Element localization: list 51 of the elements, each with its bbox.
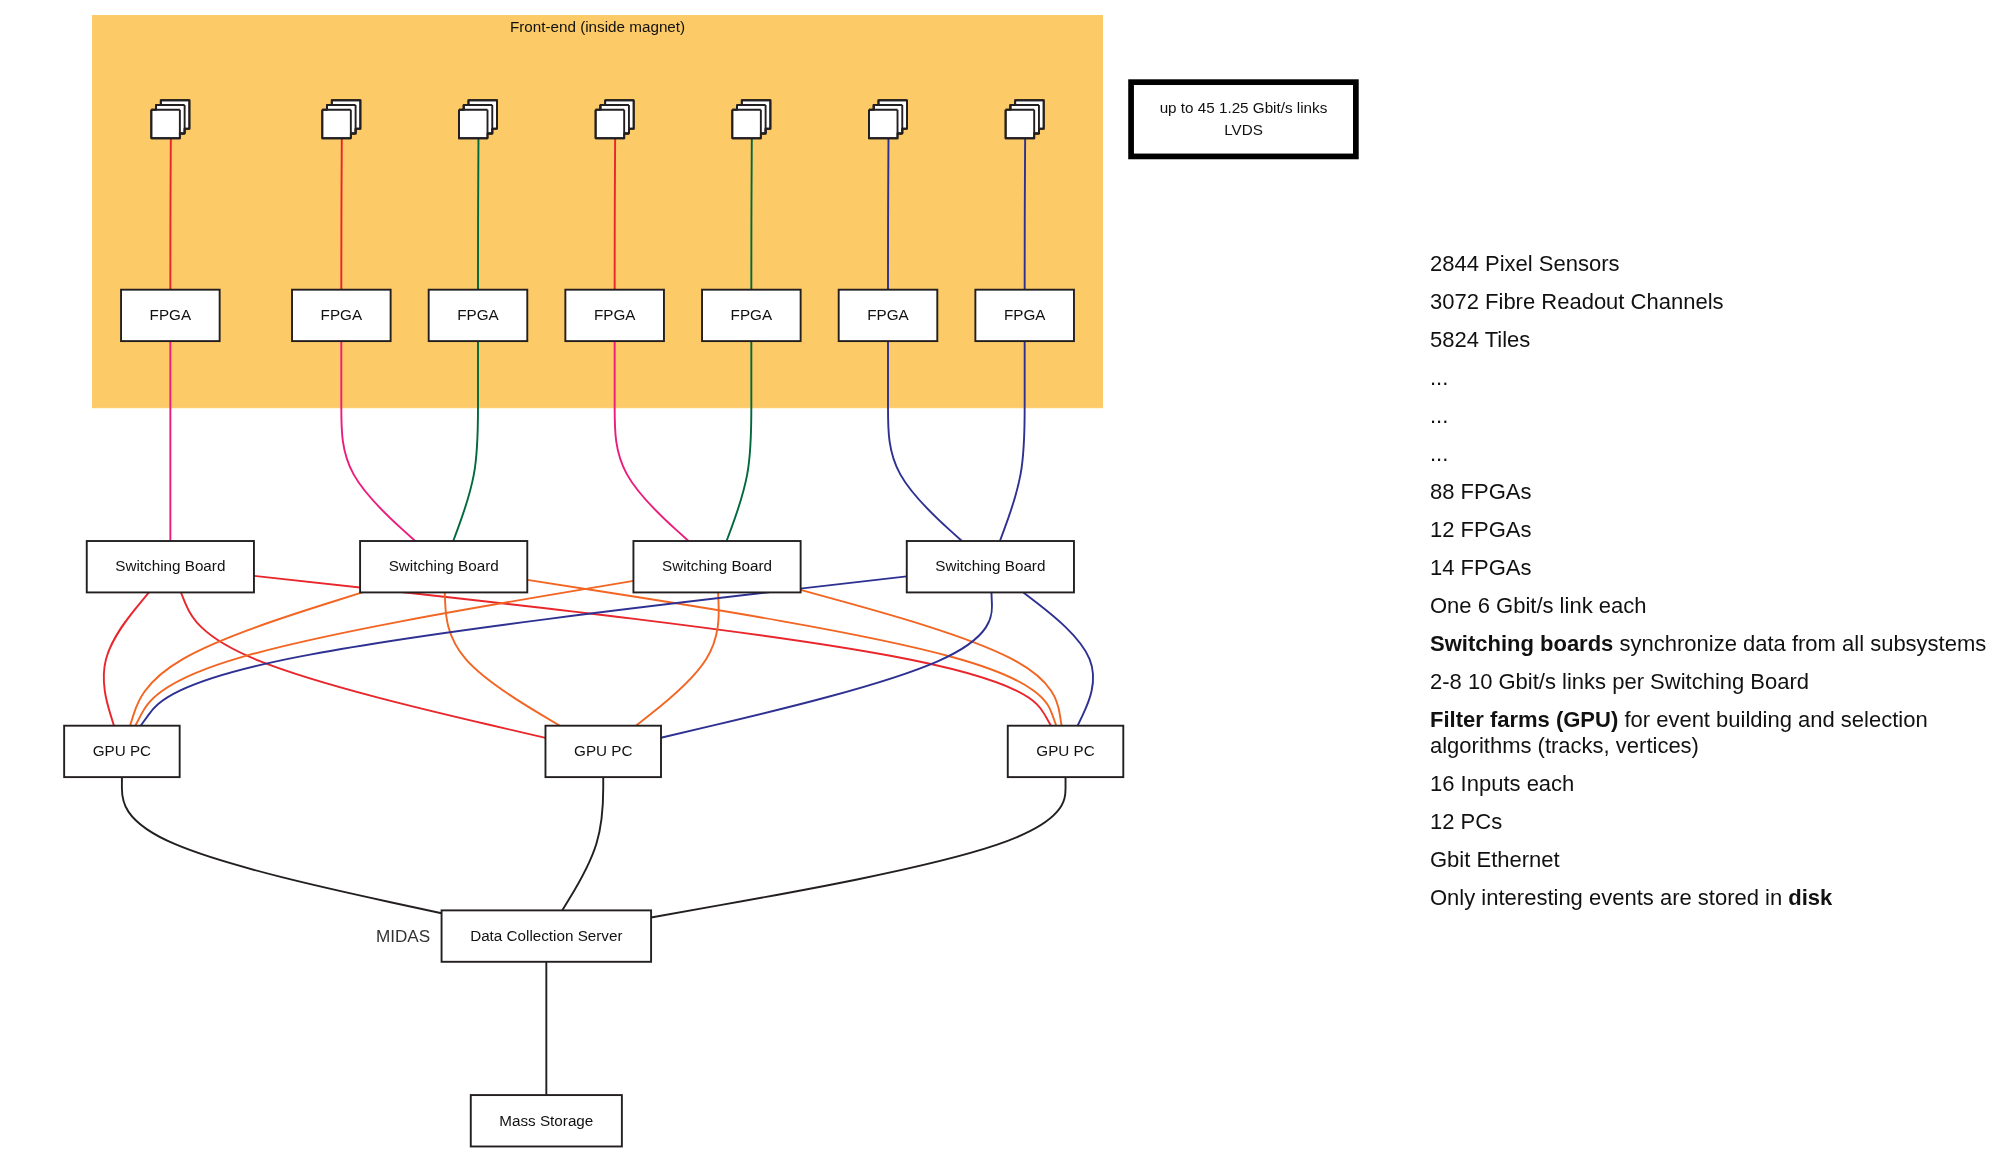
note-text: One 6 Gbit/s link each (1430, 593, 1648, 619)
connector (340, 340, 417, 542)
connector (253, 574, 1052, 727)
note-text: 3072 Fibre Readout Channels (1430, 289, 1725, 315)
note-text: 5824 Tiles (1430, 327, 1532, 353)
note-text: 12 PCs (1430, 809, 1504, 835)
node-box: Switching Board (85, 540, 255, 594)
node-box: FPGA (291, 288, 392, 343)
node-box: GPU PC (544, 724, 662, 779)
connector (1022, 591, 1094, 727)
connector (998, 340, 1026, 542)
connector (545, 960, 548, 1096)
note-text: 16 Inputs each (1430, 771, 1576, 797)
node-box: FPGA (974, 288, 1075, 343)
connector (561, 776, 605, 912)
connector (613, 340, 690, 542)
note-text: 88 FPGAs (1430, 479, 1533, 505)
note-text: Only interesting events are stored in disk (1430, 885, 1834, 911)
note-text: 2844 Pixel Sensors (1430, 251, 1621, 277)
node-box: FPGA (120, 288, 221, 343)
node-box: Data Collection Server (440, 909, 653, 963)
node-box: Switching Board (359, 540, 529, 594)
connector (169, 340, 172, 542)
node-box: FPGA (564, 288, 665, 343)
note-text: 14 FPGAs (1430, 555, 1533, 581)
node-caption: MIDAS (375, 925, 431, 946)
connector (725, 340, 753, 542)
note-text: Switching boards synchronize data from all subsystems (1430, 631, 1988, 657)
node-box: Mass Storage (469, 1094, 623, 1148)
node-box: FPGA (427, 288, 529, 343)
note-text: ... (1430, 365, 1450, 391)
connector (635, 591, 720, 727)
note-text: Filter farms (GPU) for event building and selection algorithms (tracks, vertices) (1430, 707, 1929, 759)
node-box: FPGA (837, 288, 939, 343)
node-box: up to 45 1.25 Gbit/s links LVDS (1128, 79, 1359, 160)
node-box: GPU PC (1006, 724, 1125, 779)
connector (129, 591, 364, 727)
note-text: 12 FPGAs (1430, 517, 1533, 543)
connector (102, 591, 150, 727)
note-text: ... (1430, 441, 1450, 467)
node-box: FPGA (701, 288, 802, 343)
node-box: Switching Board (905, 540, 1075, 594)
node-box: Switching Board (632, 540, 802, 594)
note-text: Gbit Ethernet (1430, 847, 1561, 873)
connector (452, 340, 479, 542)
connector (799, 588, 1063, 727)
connector (443, 591, 561, 727)
note-text: ... (1430, 403, 1450, 429)
note-text: 2-8 10 Gbit/s links per Switching Board (1430, 669, 1811, 695)
connector (887, 340, 963, 542)
node-box: GPU PC (63, 724, 181, 779)
